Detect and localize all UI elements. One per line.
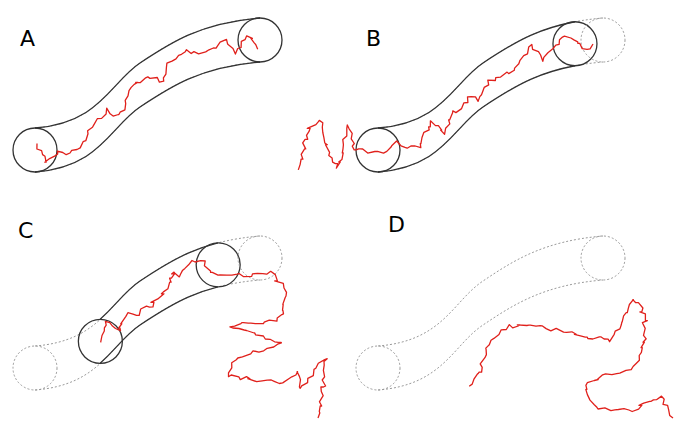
polymer-chain	[298, 36, 593, 170]
panel	[298, 18, 625, 172]
tube-dotted	[35, 236, 260, 346]
tube-cross-section	[581, 236, 625, 280]
polymer-chain	[37, 36, 258, 162]
panel	[13, 236, 327, 418]
panel-letter: D	[388, 214, 405, 236]
tube-dotted	[35, 280, 260, 390]
panel-letter: C	[18, 220, 33, 242]
tube-cross-section	[13, 346, 57, 390]
tube-wall	[35, 18, 260, 128]
polymer-chain	[469, 300, 673, 418]
tube-dotted	[378, 18, 603, 128]
tube-cross-section	[356, 346, 400, 390]
tube-wall	[100, 280, 218, 390]
tube-wall	[35, 62, 260, 172]
panel-letter: B	[366, 28, 381, 50]
tube-dotted	[35, 62, 260, 172]
panel	[356, 236, 673, 418]
tube-cross-section	[356, 128, 400, 172]
panel	[13, 18, 282, 172]
tube-dotted	[378, 236, 603, 346]
tube-dotted	[378, 62, 603, 172]
tube-cross-section	[13, 128, 57, 172]
polymer-chain	[101, 261, 328, 419]
panel-letter: A	[20, 28, 35, 50]
tube-dotted	[378, 280, 603, 390]
tube-wall	[378, 62, 575, 172]
tube-dotted	[35, 18, 260, 128]
tube-cross-section	[196, 243, 240, 287]
tube-cross-section	[581, 18, 625, 62]
